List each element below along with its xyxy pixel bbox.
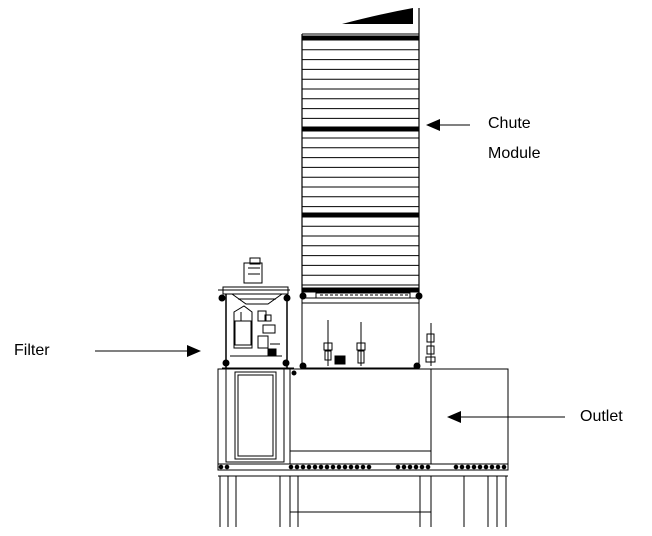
bolt [318,464,324,470]
bolt [471,464,477,470]
bolt [294,464,300,470]
chute-flange [301,212,420,218]
bolt [453,464,459,470]
chute-flange [301,126,420,132]
bolt [366,464,372,470]
bolt [218,464,224,470]
chute-label-line2: Module [488,145,541,162]
chute-module [301,8,420,299]
bolt [224,464,230,470]
bolt [483,464,489,470]
bolt [312,464,318,470]
chute-flange [301,35,420,41]
bolt [477,464,483,470]
bolt [501,464,507,470]
valve-left [323,320,333,366]
bolt [407,464,413,470]
bolt [336,464,342,470]
bolt [324,464,330,470]
chute-arrow [426,119,470,131]
bolt [495,464,501,470]
bolt [288,464,294,470]
chute-label-line1: Chute [488,115,531,132]
bolt [489,464,495,470]
outlet-arrow [447,411,565,423]
bolt [348,464,354,470]
bolt [459,464,465,470]
chute-flange [301,287,420,293]
outlet-label: Outlet [580,408,623,425]
chute-housing [299,292,436,370]
bolt [395,464,401,470]
bolt [401,464,407,470]
valve-center [356,322,366,366]
bolt [419,464,425,470]
bolt [342,464,348,470]
bolt [306,464,312,470]
base-stand [217,463,509,527]
valve-right [425,323,436,366]
filter-unit [218,257,318,372]
filter-arrow [95,345,201,357]
bolt [425,464,431,470]
bolt [360,464,366,470]
bolt [354,464,360,470]
bolt [413,464,419,470]
bolt-row [218,464,507,470]
filter-label: Filter [14,342,50,359]
bolt [330,464,336,470]
bolt [465,464,471,470]
chute-rings [301,35,420,293]
bolt [300,464,306,470]
